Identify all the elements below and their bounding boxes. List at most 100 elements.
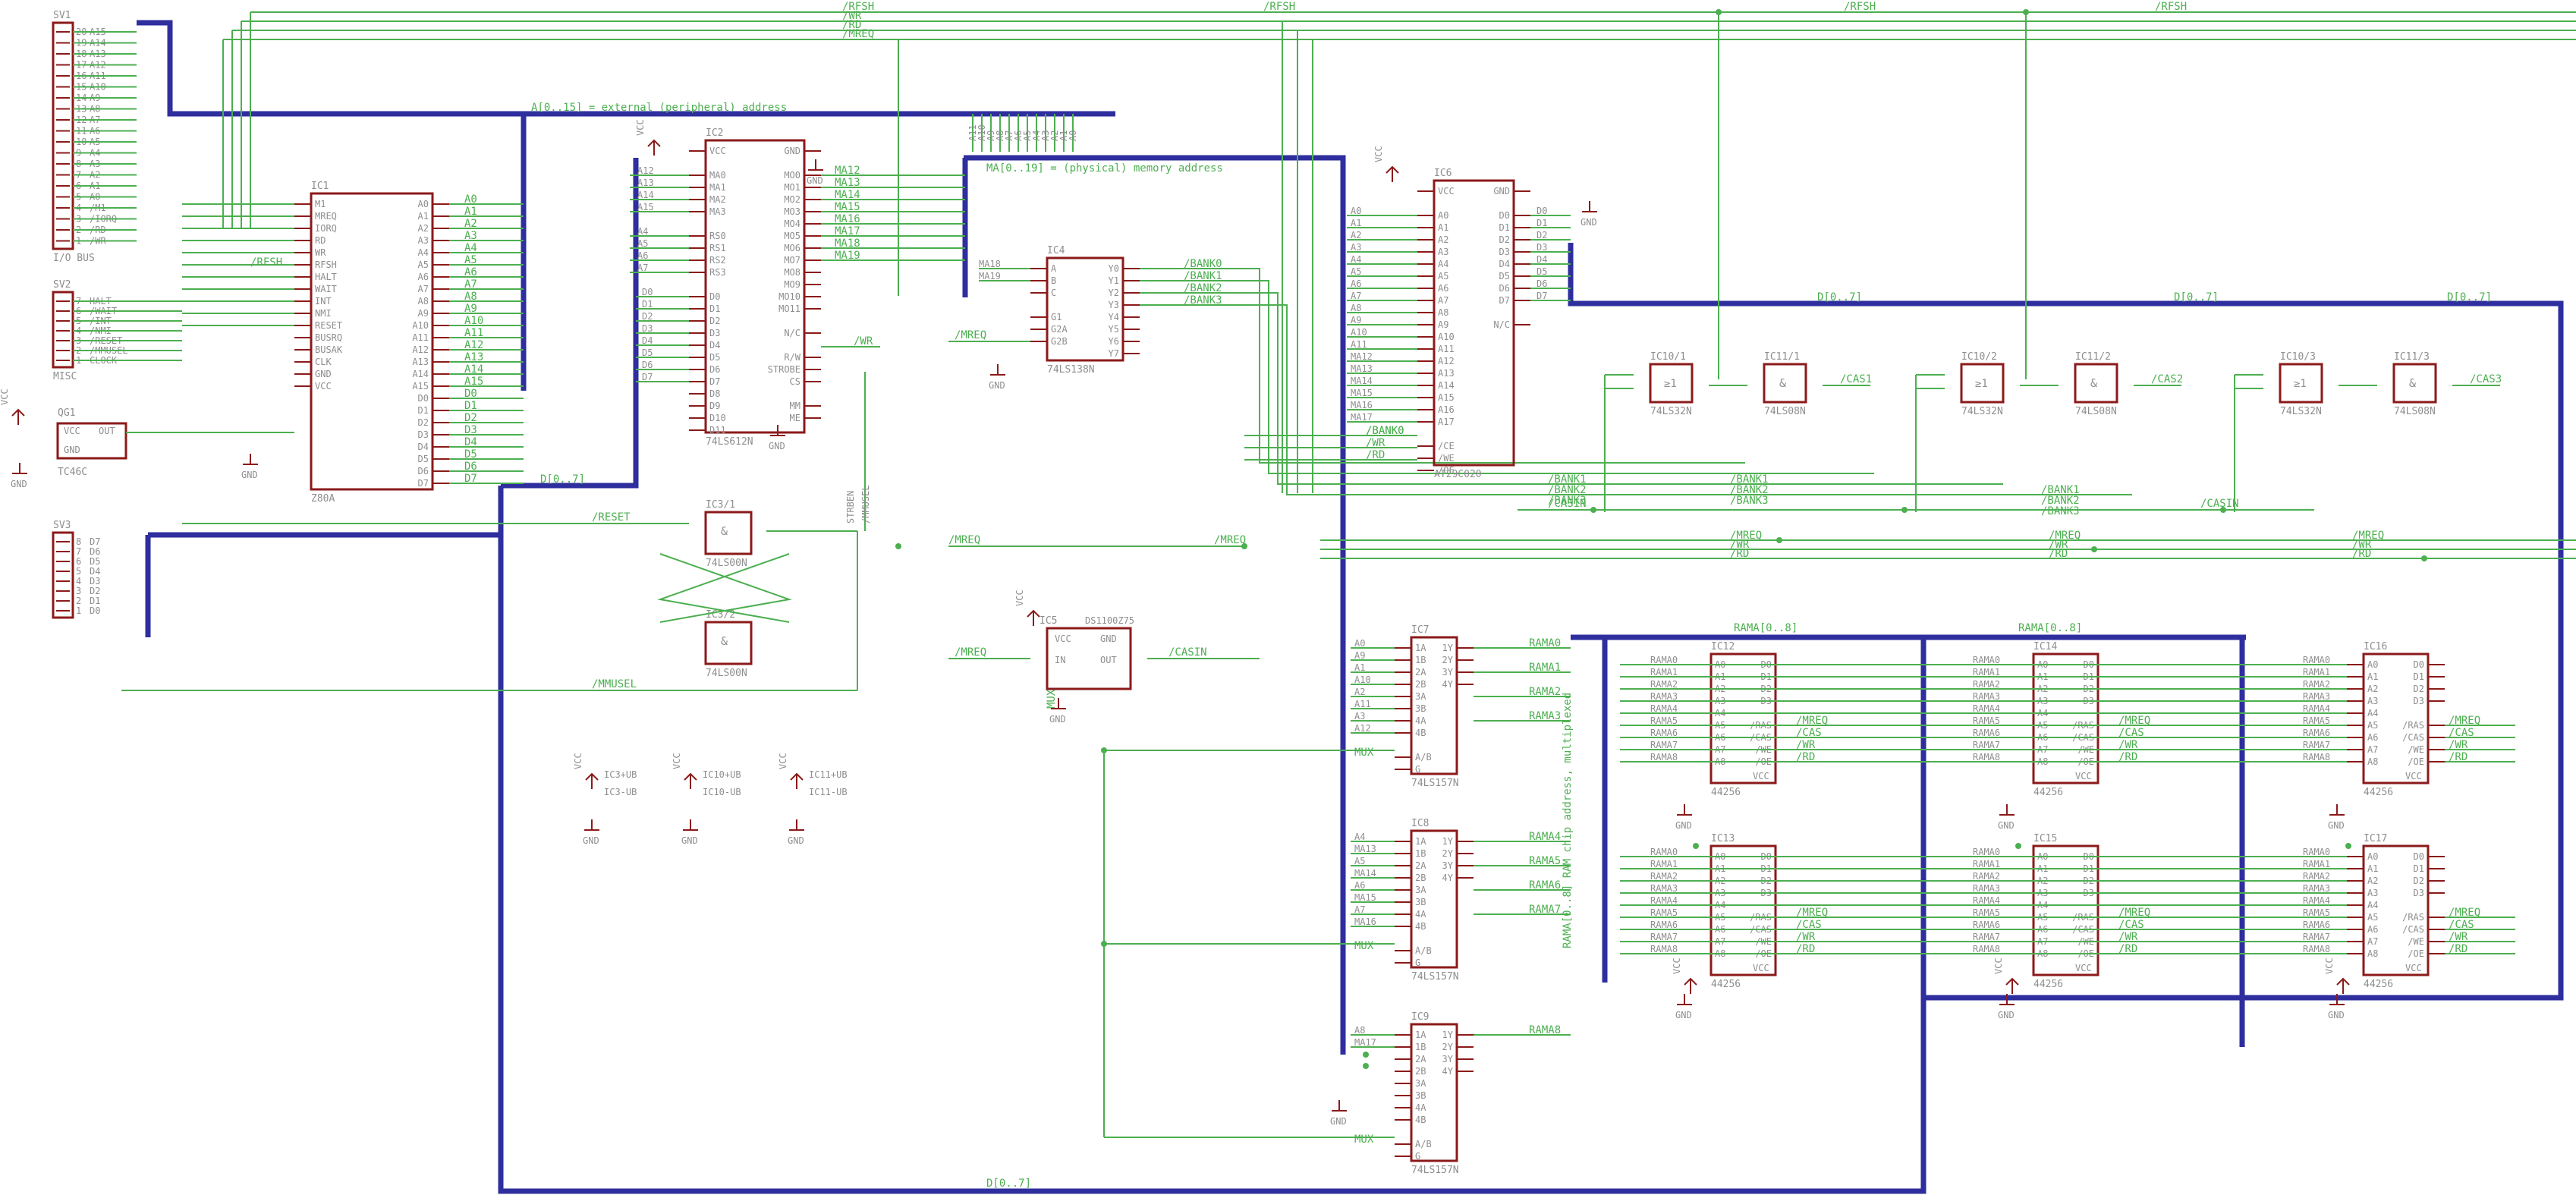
- top-addr-label: A8: [995, 130, 1005, 141]
- gnd-label: GND: [583, 835, 599, 846]
- vcc-label: VCC: [635, 119, 646, 136]
- ic14-chip-part: 44256: [2033, 787, 2063, 798]
- pin-label: D7: [709, 376, 720, 387]
- ic12-chip-part: 44256: [1711, 787, 1741, 798]
- mmu-d-label: D2: [642, 311, 653, 322]
- pin-label: D2: [709, 316, 720, 326]
- pin-label: D4: [1499, 259, 1510, 269]
- eeprom-d-label: D7: [1536, 291, 1547, 301]
- dram-ctrl-label: /WR: [2449, 739, 2468, 751]
- z80-out-label: A0: [464, 193, 477, 206]
- eeprom-in-label: A1: [1351, 218, 1361, 228]
- vcc-label: VCC: [2324, 957, 2335, 974]
- dram-rama-label: RAMA8: [2303, 752, 2330, 763]
- pin-label: 1B: [1415, 655, 1426, 665]
- ctrl-rail-label-2: /WR: [2049, 539, 2068, 551]
- eeprom-d-label: D2: [1536, 230, 1547, 241]
- bank-line-label: /BANK1: [1548, 473, 1587, 486]
- pin-label: BUSRQ: [315, 332, 342, 343]
- mmu-d-label: D5: [642, 347, 653, 358]
- ic3-1-chip-body: [704, 511, 753, 555]
- bank-label: /BANK0: [1184, 258, 1222, 270]
- pin-label: A5: [2367, 720, 2378, 731]
- pin-label: A6: [418, 272, 429, 282]
- mux-in-label: A4: [1354, 832, 1365, 842]
- ctrl-rail-label: /MREQ: [1730, 530, 1762, 542]
- pin-label: N/C: [784, 328, 800, 338]
- mem-address-bus-label: MA[0..19] = (physical) memory address: [986, 162, 1223, 175]
- ub-plus-label: IC11+UB: [809, 769, 848, 780]
- dram-ctrl-label: /WR: [2118, 739, 2138, 751]
- top-addr-label: A5: [1022, 130, 1033, 141]
- dram-ctrl-label: /WR: [2449, 931, 2468, 943]
- pin-label: 2A: [1415, 860, 1426, 871]
- gnd-label: GND: [989, 380, 1005, 391]
- ub-plus-label: IC10+UB: [703, 769, 741, 780]
- pin-label: D6: [1499, 283, 1510, 294]
- ic16-chip-body: [2362, 652, 2430, 785]
- ic11-3-chip-part: 74LS08N: [2394, 406, 2436, 417]
- pin-label: A7: [2367, 936, 2378, 947]
- pin-label: M1: [315, 199, 326, 209]
- bank-line-label: /BANK3: [1548, 495, 1587, 507]
- d-bus-label-2: D[0..7]: [2174, 291, 2219, 303]
- dram-rama-label: RAMA3: [1650, 883, 1678, 894]
- pin-label: GND: [784, 146, 800, 156]
- pin-label: A0: [2367, 659, 2378, 670]
- nand-symbol-2: &: [721, 634, 728, 648]
- pin-label: A8: [1438, 307, 1448, 318]
- junction-dot: [1241, 543, 1247, 549]
- dram-rama-label: RAMA0: [2303, 655, 2330, 665]
- rfsh-label-2: /RFSH: [1263, 1, 1295, 13]
- pin-label: HALT: [315, 272, 337, 282]
- mux-in-label: A1: [1354, 662, 1365, 673]
- eeprom-d-label: D3: [1536, 242, 1547, 253]
- junction-dot: [1363, 1052, 1369, 1058]
- z80-out-label: D2: [464, 412, 477, 424]
- dram-ctrl-label: /WR: [2118, 931, 2138, 943]
- pin-number: 1: [76, 605, 81, 616]
- z80-out-label: A2: [464, 218, 477, 230]
- ic17-chip-id: IC17: [2364, 833, 2387, 844]
- dram-rama-label: RAMA1: [1650, 859, 1678, 869]
- gnd-label: GND: [2328, 820, 2345, 831]
- connector-body: [52, 291, 74, 369]
- gnd-label: GND: [11, 479, 27, 489]
- z80-out-label: A9: [464, 303, 477, 315]
- ctrl-rail-label-2: /MREQ: [2049, 530, 2081, 542]
- pin-label: GND: [315, 369, 332, 379]
- ic11-3-chip-body: [2392, 363, 2437, 404]
- top-addr-label: A4: [1031, 130, 1042, 141]
- dram-rama-label: RAMA8: [1650, 752, 1678, 763]
- dram-ctrl-label: /RD: [1796, 751, 1815, 763]
- z80-out-label: D5: [464, 448, 477, 461]
- vcc-label: VCC: [1993, 957, 2004, 974]
- pin-label: WR: [315, 247, 326, 258]
- mmu-d-label: D3: [642, 323, 653, 334]
- pin-label: Y6: [1109, 336, 1119, 347]
- pin-label: A17: [1438, 417, 1455, 427]
- mmu-rs-label: A6: [637, 250, 648, 261]
- mux-sel-label: MUX: [1354, 1134, 1374, 1146]
- pin-label: A15: [1438, 392, 1455, 403]
- eeprom-in-label: A11: [1351, 339, 1367, 350]
- dram-ctrl-label: /CAS: [1796, 727, 1822, 739]
- pin-label: 1A: [1415, 643, 1426, 653]
- pin-label: G2B: [1051, 336, 1068, 347]
- mux-in-label: A7: [1354, 904, 1365, 915]
- mmusel-vert: /MMUSEL: [860, 485, 871, 524]
- pin-label: 3B: [1415, 897, 1426, 907]
- delay-in: IN: [1055, 655, 1065, 665]
- pin-label: A13: [1438, 368, 1455, 379]
- ic1-chip-part: Z80A: [311, 493, 335, 505]
- pin-label: MO4: [784, 219, 800, 229]
- z80-out-label: A11: [464, 327, 483, 339]
- pin-label: /RAS: [2402, 720, 2424, 731]
- pin-label: D4: [418, 442, 429, 452]
- ic10-1-chip-part: 74LS32N: [1650, 406, 1692, 417]
- dram-ctrl-label: /RD: [2449, 751, 2467, 763]
- top-addr-label: A9: [986, 130, 996, 141]
- pin-label: D0: [709, 291, 720, 302]
- dram-rama-label: RAMA5: [2303, 907, 2330, 918]
